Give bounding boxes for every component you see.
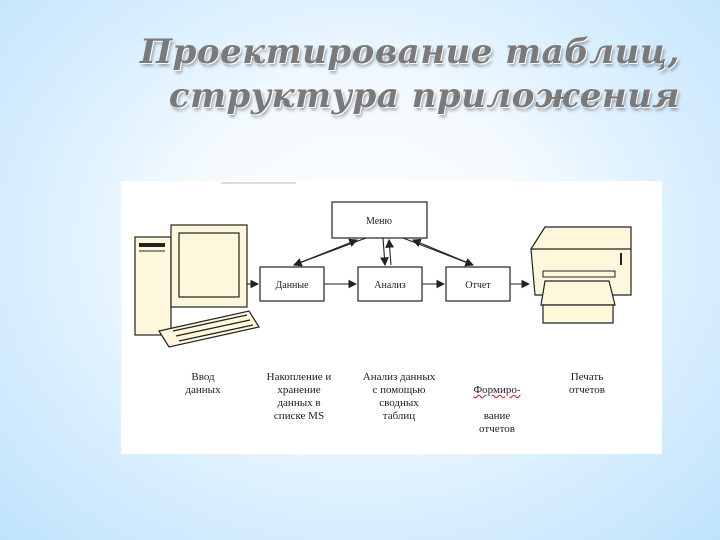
caption-formation-part-1: Формиро- — [473, 384, 521, 396]
data-box-label: Данные — [275, 280, 309, 291]
arrow-report-to-menu — [411, 238, 474, 266]
caption-formation: Формиро- вание отчетов — [455, 371, 539, 436]
diagram-canvas: Меню Данные Анализ Отчет — [134, 182, 632, 348]
arrow-menu-to-analysis — [380, 237, 389, 267]
caption-print: Печать отчетов — [569, 371, 605, 396]
data-box: Данные — [259, 266, 325, 302]
slide-title-line-2: структура приложения — [168, 76, 680, 116]
application-structure-diagram: Меню Данные Анализ Отчет Ввод данн — [121, 181, 662, 454]
menu-box-label: Меню — [366, 216, 393, 227]
caption-input: Ввод данных — [185, 371, 221, 396]
slide-title: Проектирование таблиц, структура приложе… — [60, 30, 680, 118]
arrow-analysis-to-menu — [385, 238, 395, 266]
slide-title-line-1: Проектирование таблиц, — [139, 32, 680, 72]
caption-storage: Накопление и хранение данных в списке MS — [266, 371, 332, 422]
caption-formation-part-2: вание отчетов — [479, 410, 515, 435]
analysis-box: Анализ — [357, 266, 423, 302]
diagram-arrows — [247, 237, 531, 289]
report-box: Отчет — [445, 266, 511, 302]
arrow-data-to-menu — [293, 238, 359, 266]
caption-analysis: Анализ данных с помощью сводных таблиц — [362, 371, 436, 422]
computer-icon — [134, 224, 260, 348]
menu-box: Меню — [331, 201, 428, 239]
report-box-label: Отчет — [465, 280, 491, 291]
printer-icon — [530, 226, 632, 324]
analysis-box-label: Анализ — [374, 280, 405, 291]
